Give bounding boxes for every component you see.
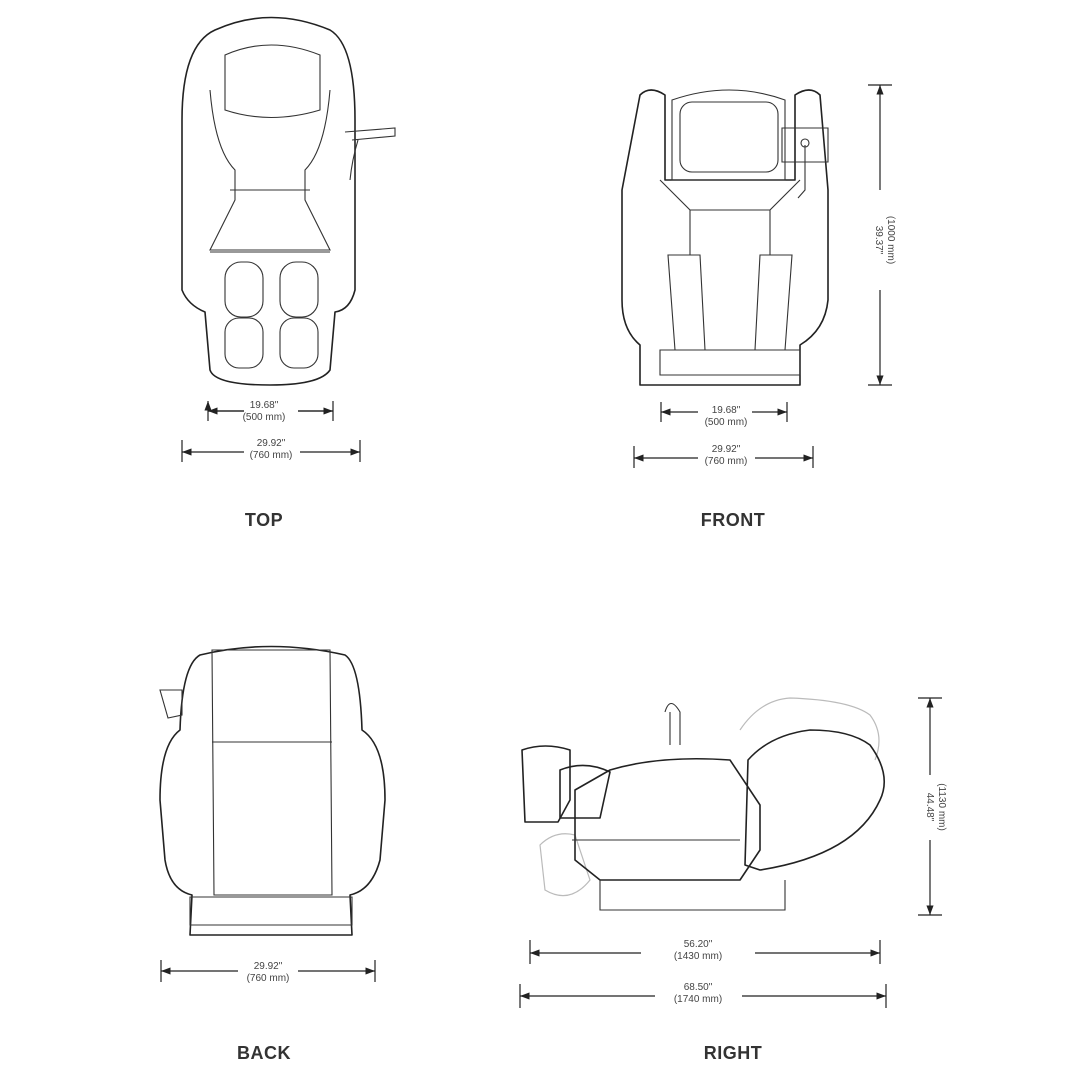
right-dimension-height: 44.48" (1130 mm) bbox=[918, 697, 947, 916]
dimension-inches: 29.92" bbox=[254, 961, 283, 972]
top-dimension-inner: 19.68" (500 mm) bbox=[208, 400, 334, 423]
dimension-mm: (1430 mm) bbox=[674, 951, 722, 962]
dimension-inches: 19.68" bbox=[712, 405, 741, 416]
right-view-chair-drawing bbox=[521, 697, 886, 911]
view-label-right: RIGHT bbox=[704, 1043, 763, 1063]
dimension-mm: (760 mm) bbox=[250, 450, 293, 461]
front-view-chair-drawing bbox=[621, 89, 829, 386]
dimension-mm: (760 mm) bbox=[705, 456, 748, 467]
view-label-front: FRONT bbox=[701, 510, 766, 530]
dimension-inches: 19.68" bbox=[250, 400, 279, 411]
right-dimension-inner: 56.20" (1430 mm) bbox=[529, 939, 881, 964]
top-view: 19.68" (500 mm) 29.92" (760 mm) TOP bbox=[181, 16, 396, 530]
right-view: 44.48" (1130 mm) 56.20" (1430 mm) 68.50"… bbox=[519, 697, 947, 1063]
dimension-inches: 44.48" bbox=[924, 793, 935, 822]
dimension-mm: (760 mm) bbox=[247, 973, 290, 984]
front-dimension-inner: 19.68" (500 mm) bbox=[660, 402, 788, 428]
back-view: 29.92" (760 mm) BACK bbox=[159, 645, 386, 1063]
back-view-chair-drawing bbox=[159, 645, 386, 936]
front-view: 19.68" (500 mm) 29.92" (760 mm) 39.37" (… bbox=[621, 84, 896, 530]
dimension-inches: 29.92" bbox=[712, 444, 741, 455]
top-dimension-outer: 29.92" (760 mm) bbox=[181, 438, 361, 462]
view-label-back: BACK bbox=[237, 1043, 291, 1063]
top-view-chair-drawing bbox=[181, 16, 396, 386]
dimension-inches: 68.50" bbox=[684, 982, 713, 993]
dimension-mm: (1740 mm) bbox=[674, 994, 722, 1005]
front-dimension-outer: 29.92" (760 mm) bbox=[633, 444, 814, 468]
dimension-mm: (500 mm) bbox=[243, 412, 286, 423]
dimension-inches: 39.37" bbox=[873, 226, 884, 255]
view-label-top: TOP bbox=[245, 510, 283, 530]
dimension-inches: 29.92" bbox=[257, 438, 286, 449]
front-dimension-height: 39.37" (1000 mm) bbox=[868, 84, 896, 386]
dimension-mm: (1130 mm) bbox=[936, 783, 947, 831]
back-dimension-outer: 29.92" (760 mm) bbox=[160, 960, 376, 984]
dimension-mm: (500 mm) bbox=[705, 417, 748, 428]
right-dimension-outer: 68.50" (1740 mm) bbox=[519, 982, 887, 1008]
dimension-inches: 56.20" bbox=[684, 939, 713, 950]
dimension-mm: (1000 mm) bbox=[885, 216, 896, 264]
